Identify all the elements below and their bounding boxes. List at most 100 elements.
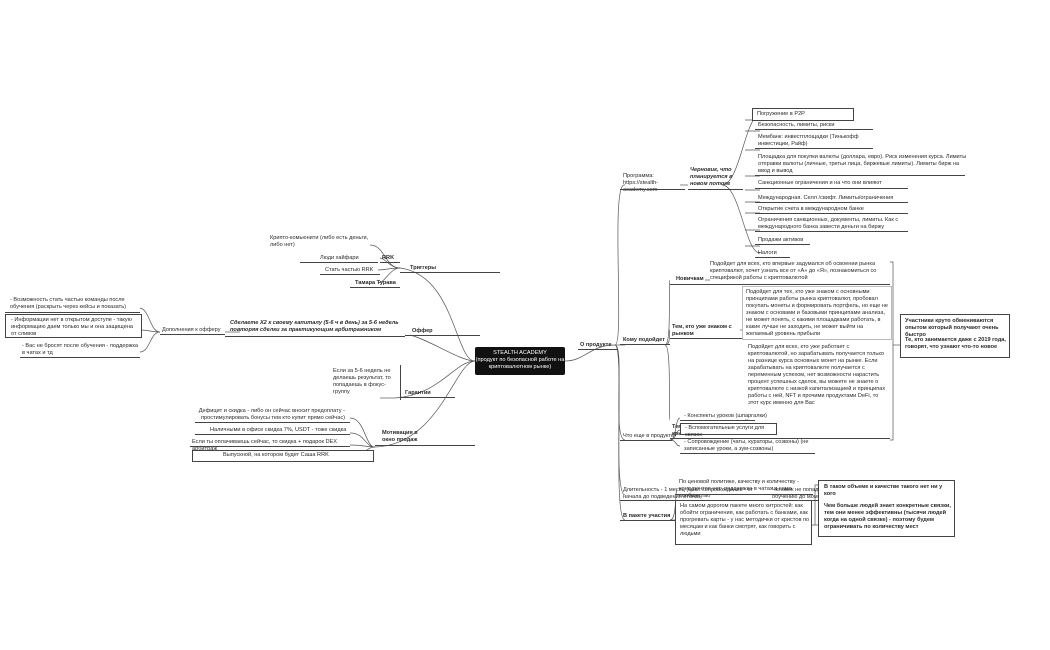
underline <box>620 344 670 345</box>
underline <box>620 189 685 190</box>
program-item-1[interactable]: Погружение в P2P <box>752 108 854 121</box>
audience-label[interactable]: Кому подойдет <box>623 337 665 343</box>
program-item-8[interactable]: Ограничения санкционных, документы, лими… <box>758 217 899 230</box>
motivation-item-4-box[interactable]: Выпускной, на котором будет Саша RRK <box>192 450 374 462</box>
offer-addition-2: - Информации нет в открытом доступе - та… <box>11 317 134 337</box>
underline <box>380 262 400 263</box>
audience-working-text[interactable]: Подойдет для всех, кто уже работает с кр… <box>748 344 886 406</box>
extras-item-1[interactable]: - Конспекты уроков (шпаргалки) <box>684 413 767 419</box>
underline <box>755 231 908 232</box>
underline <box>620 440 672 441</box>
underline <box>195 422 350 423</box>
package-item-2: На самом дорогом пакете много хитростей:… <box>680 503 810 537</box>
motivation-item-3[interactable]: Если ты оплачиваешь сейчас, то скидка + … <box>192 439 337 452</box>
extras-label[interactable]: Что еще в продукте <box>623 433 675 439</box>
underline <box>755 244 810 245</box>
underline <box>680 453 815 454</box>
trigger-rrk-part[interactable]: Стать частью RRK <box>325 267 374 273</box>
package-item-2-box[interactable]: На самом дорогом пакете много хитростей:… <box>675 500 812 545</box>
guarantee-text[interactable]: Если за 5-6 недель не делаешь результат,… <box>333 368 391 395</box>
program-item-1-text: Погружение в P2P <box>757 111 805 117</box>
underline <box>578 349 618 350</box>
program-item-7[interactable]: Открытие счета в международном банке <box>758 206 864 212</box>
program-item-9[interactable]: Продажи активов <box>758 237 804 243</box>
audience-novices-label[interactable]: Новичкам <box>676 276 704 282</box>
audience-basics-box[interactable]: Подойдет для тех, кто уже знаком с основ… <box>742 286 892 340</box>
offer-main-text[interactable]: Сделаете Х2 к своему капиталу (5-6 ч в д… <box>230 320 399 333</box>
underline <box>195 434 350 435</box>
underline <box>5 312 140 313</box>
underline <box>350 287 400 288</box>
motivation-item-1[interactable]: Дефицит и скидка - либо он сейчас вносит… <box>198 408 345 421</box>
program-item-10[interactable]: Налоги <box>758 250 777 256</box>
underline <box>755 213 908 214</box>
package-note-1: В таком объеме и качестве такого нет ни … <box>824 484 943 497</box>
underline <box>670 338 742 339</box>
audience-notes-box[interactable]: Участники круто обмениваются опытом кото… <box>900 314 1010 358</box>
trigger-people-hype[interactable]: Люди хайфари <box>320 255 359 261</box>
audience-basics-label[interactable]: Тем, кто уже знаком с рынком <box>672 324 732 337</box>
underline <box>755 148 873 149</box>
underline <box>400 272 500 273</box>
trigger-rrk[interactable]: RRK <box>382 255 395 261</box>
underline <box>680 420 755 421</box>
connector <box>400 365 401 400</box>
duration-text[interactable]: Длительность - 1 месяц (цикл сопровожден… <box>623 487 754 500</box>
underline <box>375 445 475 446</box>
audience-basics-text: Подойдет для тех, кто уже знаком с основ… <box>746 289 888 337</box>
program-item-4[interactable]: Площадка для покупки валюты (доллара, ев… <box>758 154 967 174</box>
underline <box>190 446 350 447</box>
underline <box>675 494 813 495</box>
underline <box>300 262 378 263</box>
program-label[interactable]: Программа: https://stealth-academy.com <box>623 173 659 193</box>
underline <box>755 175 965 176</box>
package-item-1[interactable]: По ценовой политике, качеству и количест… <box>679 479 799 499</box>
branch-guarantees[interactable]: Гарантии <box>405 390 431 396</box>
underline <box>620 520 675 521</box>
extras-item-3[interactable]: - Сопровождение (чаты, кураторы, созвоны… <box>684 439 809 452</box>
program-item-2[interactable]: Безопасность, лимиты, риски <box>758 122 835 128</box>
trigger-tamara[interactable]: Тамара Турава <box>355 280 396 286</box>
underline <box>708 284 890 285</box>
underline <box>670 284 708 285</box>
offer-addition-2-box[interactable]: - Информации нет в открытом доступе - та… <box>5 314 142 338</box>
central-subtitle: (продукт по безопасной работе на криптов… <box>475 356 565 370</box>
offer-additions-label[interactable]: Дополнения к офферу <box>162 327 221 333</box>
underline <box>160 334 225 335</box>
branch-triggers[interactable]: Триггеры <box>410 265 437 271</box>
underline <box>755 129 873 130</box>
underline <box>400 397 455 398</box>
underline <box>20 357 140 358</box>
branch-about-product[interactable]: О продукте <box>580 342 612 348</box>
underline <box>225 336 405 337</box>
branch-offer[interactable]: Оффер <box>412 328 433 334</box>
audience-novices-text[interactable]: Подойдет для всех, кто впервые задумался… <box>710 261 877 281</box>
central-topic[interactable]: STEALTH ACADEMY (продукт по безопасной р… <box>475 347 565 375</box>
audience-note-2: Те, кто занимается даже с 2019 года, гов… <box>905 337 1006 350</box>
underline <box>320 274 380 275</box>
underline <box>755 188 908 189</box>
extras-item-2: - Вспомогательные услуги для связок <box>685 425 765 438</box>
package-note-2: Чем больше людей знает конкретные связки… <box>824 503 951 530</box>
motivation-item-4: Выпускной, на котором будет Саша RRK <box>223 452 329 458</box>
offer-addition-3[interactable]: - Вас не бросят после обучения - поддерж… <box>22 343 139 356</box>
central-title: STEALTH ACADEMY <box>493 350 547 356</box>
underline <box>755 257 790 258</box>
underline <box>688 189 743 190</box>
program-item-5[interactable]: Санкционные ограничения и на что они вли… <box>758 180 882 186</box>
underline <box>405 335 480 336</box>
offer-addition-1[interactable]: - Возможность стать частью команды после… <box>10 297 126 310</box>
trigger-crypto-community[interactable]: Крипто-комьюнити (либо есть деньги, либо… <box>270 235 369 248</box>
audience-note-1: Участники круто обмениваются опытом кото… <box>905 318 999 338</box>
package-notes-box[interactable]: В таком объеме и качестве такого нет ни … <box>818 480 955 537</box>
extras-item-2-box[interactable]: - Вспомогательные услуги для связок <box>680 423 777 438</box>
underline <box>670 438 748 439</box>
branch-motivation[interactable]: Мотивация в окно продаж <box>382 430 418 443</box>
motivation-item-2[interactable]: Наличными в офисе скидка 7%, USDT - тоже… <box>210 427 347 433</box>
program-item-3[interactable]: Мембанк: инвестплощадки (Тинькофф инвест… <box>758 134 859 147</box>
program-draft[interactable]: Черновик, что планируется в новом потоке <box>690 167 733 187</box>
package-label[interactable]: В пакете участия <box>623 513 671 519</box>
program-item-6[interactable]: Международная. Селл /свифт. Лимиты/огран… <box>758 195 894 201</box>
underline <box>755 202 908 203</box>
